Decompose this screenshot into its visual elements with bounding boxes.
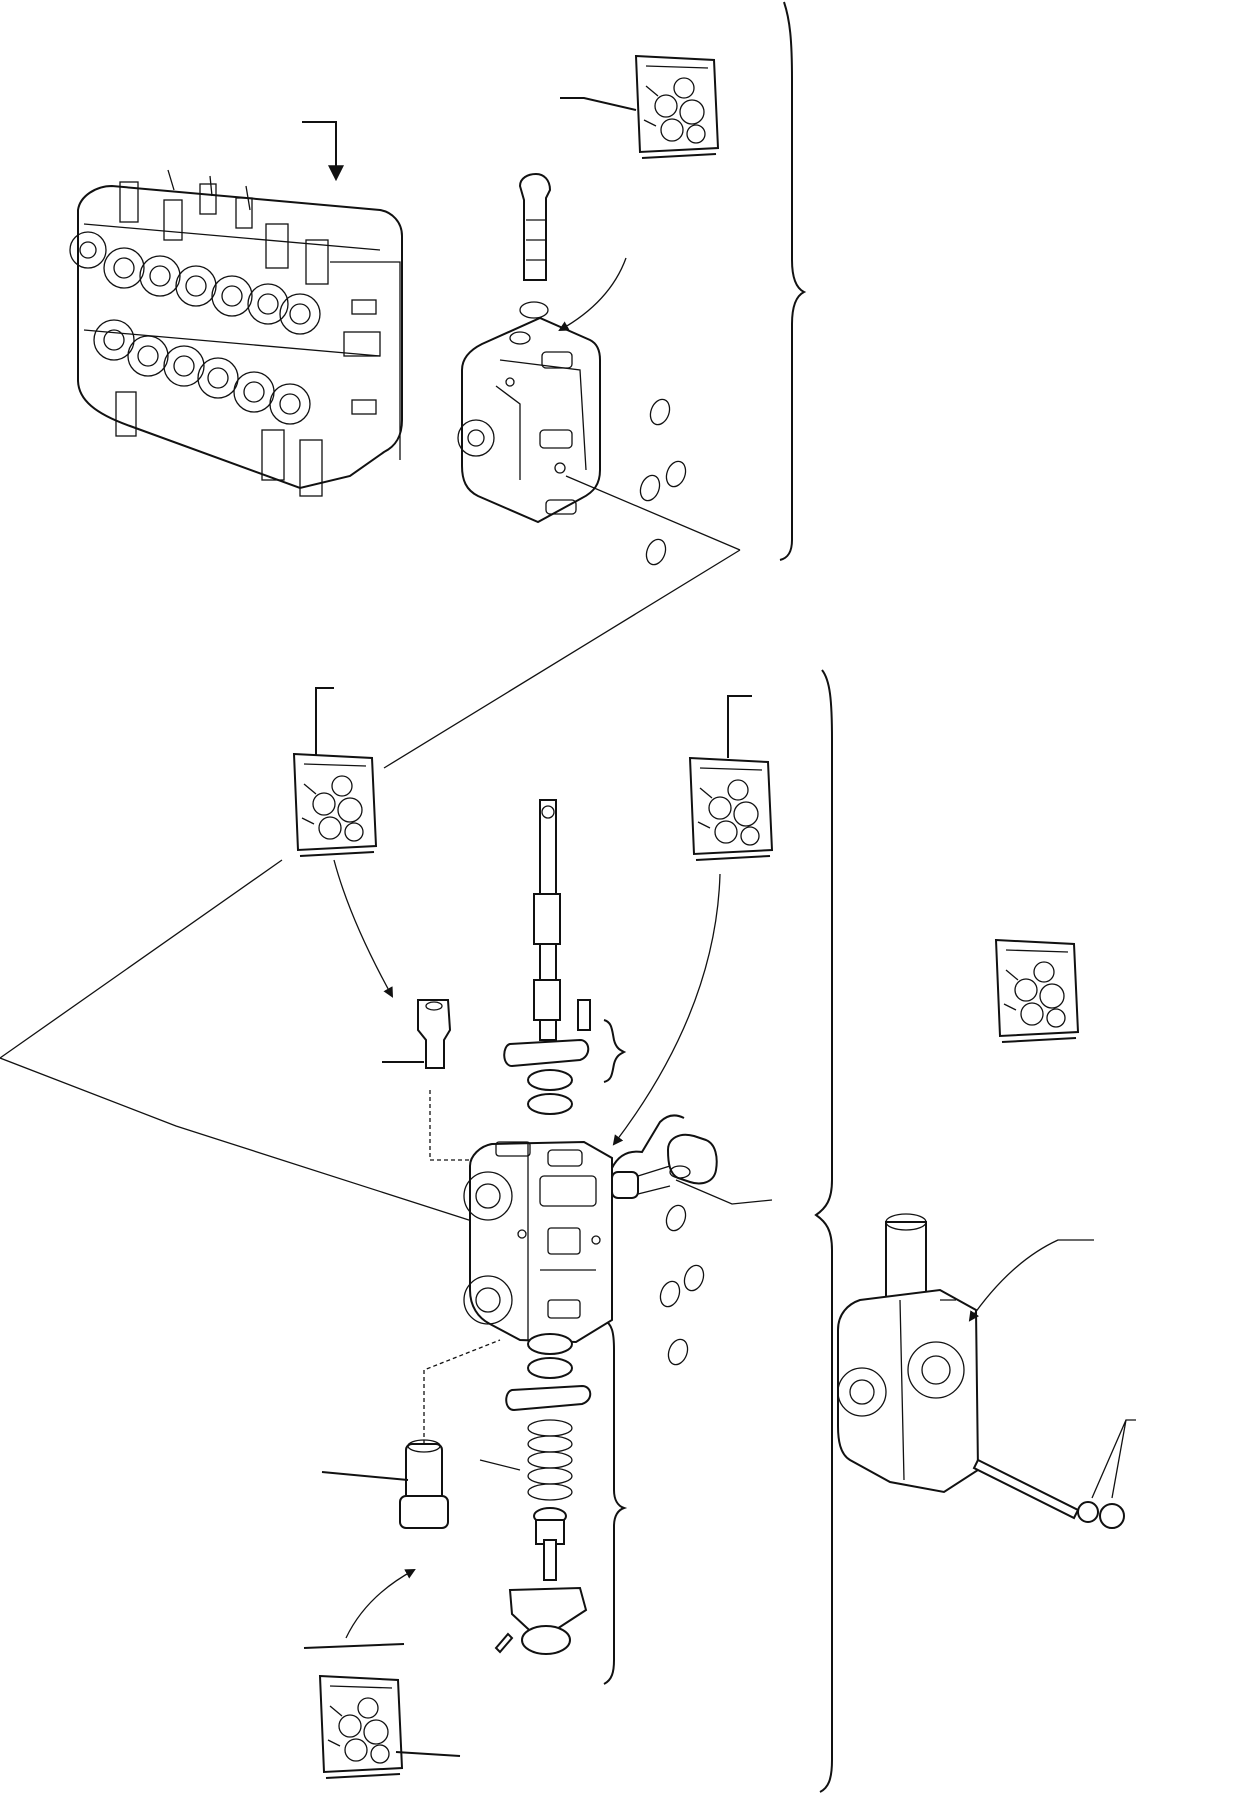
seal-kit-left-drawing [293, 687, 377, 857]
seal-kit-bottom-drawing [303, 1569, 461, 1779]
valve-bank-drawing [69, 121, 403, 497]
anti-cavitation-valve-drawing [321, 1339, 501, 1529]
section-leader-2 [0, 859, 501, 1231]
brace-spool [603, 1319, 628, 1685]
seal-kit-right-drawing [612, 695, 773, 1146]
brace-bottom [814, 669, 833, 1793]
inlet-section-drawing [457, 172, 627, 524]
end-cap-section-drawing [837, 1213, 1136, 1529]
brace-screw [603, 1019, 627, 1083]
brace-relief [611, 1114, 685, 1169]
o-rings-top-drawing [639, 398, 687, 566]
o-rings-mid-drawing [659, 1204, 705, 1366]
section-leader-1 [383, 475, 741, 769]
brace-top [779, 1, 807, 561]
spool-section-drawing [333, 799, 773, 1655]
seal-kit-top-drawing [560, 55, 719, 159]
seal-kit-side-drawing [995, 939, 1079, 1043]
